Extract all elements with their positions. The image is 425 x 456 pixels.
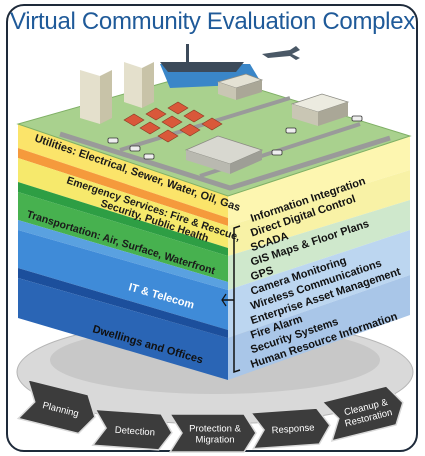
car-icons bbox=[107, 115, 363, 160]
tower-building-front bbox=[80, 70, 100, 124]
phase-label: Protection & bbox=[189, 424, 241, 435]
bracket-arrow bbox=[221, 293, 227, 307]
phase-label: Response bbox=[271, 422, 314, 436]
layer-dwellings-side bbox=[228, 275, 410, 380]
tower-building-side bbox=[100, 70, 112, 124]
layer-emergency-side bbox=[228, 170, 410, 256]
phase-arrow: Response bbox=[249, 407, 331, 450]
office-front bbox=[292, 104, 318, 126]
tower-building-side bbox=[142, 62, 154, 108]
layer-it-front bbox=[18, 230, 228, 330]
layer-utilities-side bbox=[228, 136, 410, 226]
layer-darkblue-band bbox=[18, 268, 228, 338]
phase-label: Migration bbox=[195, 435, 234, 446]
layer-utilities-front bbox=[18, 124, 228, 218]
layer-dwellings-front bbox=[18, 278, 228, 380]
school-side bbox=[236, 80, 262, 100]
phase-label: Detection bbox=[114, 425, 155, 439]
warehouse-front bbox=[186, 150, 230, 174]
layer-it-side bbox=[228, 230, 410, 338]
layer-green-band bbox=[18, 182, 228, 256]
layer-transport-front bbox=[18, 192, 228, 282]
phase-arrow: Planning bbox=[16, 378, 96, 435]
phase-arrow: Protection &Migration bbox=[168, 413, 257, 453]
diagram-title: Virtual Community Evaluation Complex bbox=[10, 8, 415, 35]
office-side bbox=[318, 102, 348, 126]
ship-mast bbox=[186, 44, 189, 62]
layer-blue-band bbox=[18, 220, 228, 290]
phase-arrow: Detection bbox=[91, 408, 173, 451]
ship-icon bbox=[160, 62, 244, 72]
layer-emergency-front bbox=[18, 158, 228, 248]
warehouse-side bbox=[230, 150, 262, 174]
road bbox=[59, 131, 391, 191]
tower-building-front bbox=[124, 62, 142, 108]
school-front bbox=[218, 82, 236, 100]
layer-orange-band bbox=[18, 148, 228, 226]
house-cluster bbox=[123, 101, 223, 143]
phase-arrow: Cleanup &Restoration bbox=[320, 385, 404, 442]
airplane-icon bbox=[262, 46, 300, 60]
layer-transport-side bbox=[228, 200, 410, 290]
